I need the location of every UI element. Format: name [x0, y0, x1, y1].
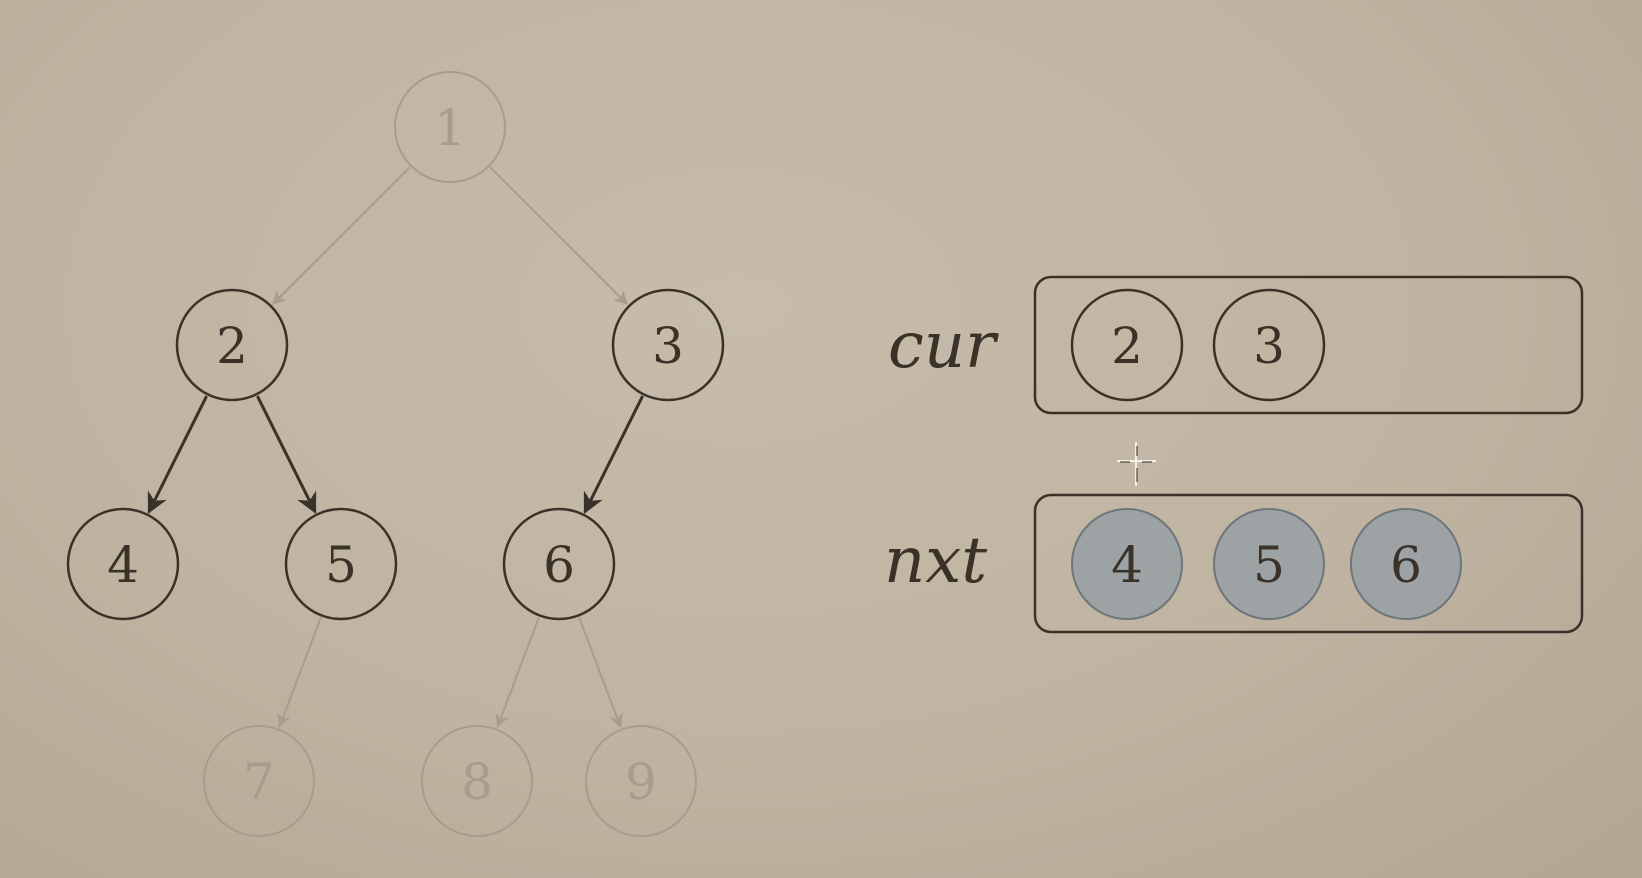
tree-node-circle — [284, 507, 398, 621]
tree-node-3: 3 — [611, 288, 725, 402]
tree-node-circle — [66, 507, 180, 621]
tree-node-7: 7 — [203, 725, 315, 837]
tree-node-circle — [394, 71, 506, 183]
tree-node-2: 2 — [175, 288, 289, 402]
tree-node-circle — [421, 725, 533, 837]
tree-nodes: 1 2 3 4 5 6 7 8 9 — [66, 71, 725, 837]
tree-node-label: 6 — [543, 536, 575, 594]
tree-node-circle — [502, 507, 616, 621]
tree-node-9: 9 — [585, 725, 697, 837]
edge-3-6 — [583, 395, 644, 514]
crosshair-cursor-icon — [1117, 442, 1156, 486]
tree-edges — [147, 166, 644, 729]
tree-node-8: 8 — [421, 725, 533, 837]
nxt-queue-item-label: 5 — [1253, 536, 1285, 594]
crosshair-cursor-outline-icon — [1120, 446, 1152, 482]
edge-5-7 — [277, 616, 322, 729]
nxt-queue-item-label: 4 — [1111, 536, 1143, 594]
tree-node-4: 4 — [66, 507, 180, 621]
cur-queue-item: 2 — [1070, 288, 1184, 402]
cur-queue-item: 3 — [1212, 288, 1326, 402]
edge-2-4 — [147, 395, 208, 514]
tree-node-circle — [611, 288, 725, 402]
nxt-queue-item: 5 — [1213, 508, 1325, 620]
nxt-queue-item-circle — [1213, 508, 1325, 620]
nxt-queue-item: 6 — [1350, 508, 1462, 620]
nxt-queue-item-label: 6 — [1390, 536, 1422, 594]
tree-node-label: 4 — [107, 536, 139, 594]
tree-node-1: 1 — [394, 71, 506, 183]
cur-queue-item-circle — [1070, 288, 1184, 402]
nxt-queue-box — [1033, 493, 1584, 634]
cur-queue-item-circle — [1212, 288, 1326, 402]
nxt-queue-label: nxt — [884, 524, 987, 598]
tree-node-label: 1 — [434, 99, 466, 157]
nxt-queue-item-circle — [1071, 508, 1183, 620]
nxt-queue: nxt 4 5 6 — [884, 493, 1584, 634]
cur-queue-item-label: 3 — [1253, 317, 1285, 375]
nxt-queue-item-circle — [1350, 508, 1462, 620]
tree-node-label: 8 — [461, 753, 493, 811]
nxt-queue-item: 4 — [1071, 508, 1183, 620]
tree-node-label: 7 — [243, 753, 275, 811]
tree-node-label: 2 — [216, 317, 248, 375]
cur-queue-box — [1033, 275, 1584, 415]
tree-node-circle — [585, 725, 697, 837]
edge-6-8 — [495, 616, 540, 729]
tree-node-circle — [203, 725, 315, 837]
tree-node-5: 5 — [284, 507, 398, 621]
tree-node-label: 5 — [325, 536, 357, 594]
tree-node-circle — [175, 288, 289, 402]
tree-node-label: 9 — [625, 753, 657, 811]
tree-node-6: 6 — [502, 507, 616, 621]
cur-queue-item-label: 2 — [1111, 317, 1143, 375]
edge-1-2 — [272, 166, 411, 305]
edge-6-9 — [578, 616, 623, 729]
nxt-queue-items: 4 5 6 — [1071, 508, 1462, 620]
tree-node-label: 3 — [652, 317, 684, 375]
cur-queue-label: cur — [888, 309, 999, 383]
edge-1-3 — [489, 166, 628, 305]
edge-2-5 — [256, 395, 317, 514]
